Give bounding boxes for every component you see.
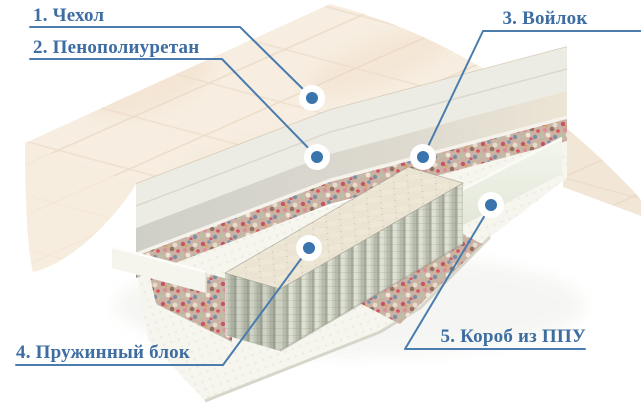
connector-lines (15, 26, 641, 366)
label-box: 5. Короб из ППУ (440, 326, 586, 347)
connector-4 (15, 247, 310, 366)
spring-block-top (225, 167, 463, 289)
label-cover: 1. Чехол (33, 5, 105, 26)
label-felt: 3. Войлок (502, 8, 588, 29)
spring-block-side (280, 183, 463, 351)
connector-2 (29, 58, 318, 158)
foam-layer (135, 47, 568, 256)
connector-1 (29, 26, 313, 99)
marker-2-foam (304, 144, 330, 170)
spring-block (223, 166, 465, 352)
box-right-wall (449, 136, 563, 232)
connector-3 (422, 30, 641, 158)
point-markers (296, 85, 504, 261)
marker-5-box (478, 192, 504, 218)
connector-5 (404, 204, 586, 350)
spring-block-end (225, 273, 280, 351)
label-foam: 2. Пенополиуретан (33, 37, 200, 58)
marker-1-cover (299, 85, 325, 111)
marker-4-springs (296, 235, 322, 261)
label-spring-block: 4. Пружинный блок (16, 342, 191, 363)
box-left-wall (111, 245, 207, 293)
marker-3-felt (410, 144, 436, 170)
